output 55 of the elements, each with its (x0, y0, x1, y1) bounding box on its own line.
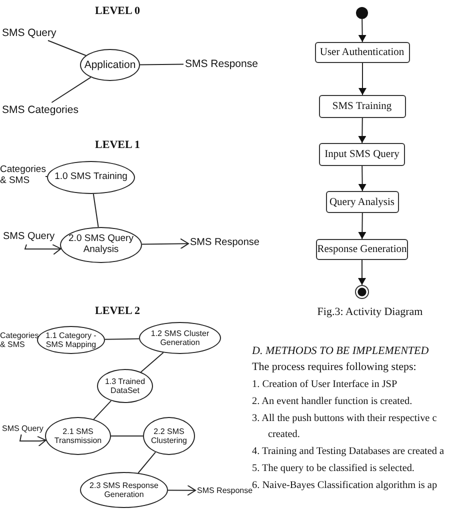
entity-label: SMS Response (197, 486, 253, 496)
arrow (358, 212, 366, 240)
entity-label: SMS Query (2, 424, 44, 434)
level-heading: LEVEL 1 (94, 139, 141, 151)
entity-label: SMS Response (185, 58, 258, 70)
connector-line (140, 64, 184, 66)
process-ellipse: 2.0 SMS Query Analysis (60, 227, 142, 263)
connector-line (51, 76, 92, 103)
connector-line (92, 194, 99, 228)
intro-text: The process requires following steps: (252, 361, 416, 373)
process-ellipse: 1.1 Category - SMS Mapping (37, 326, 105, 354)
arrow (358, 166, 366, 192)
list-item: 1. Creation of User Interface in JSP (252, 378, 398, 392)
arrow (24, 244, 62, 255)
process-ellipse: 1.2 SMS Cluster Generation (139, 322, 221, 354)
level-heading: LEVEL 2 (94, 305, 141, 317)
end-node (355, 285, 369, 299)
arrow (358, 18, 366, 42)
arrow (358, 118, 366, 144)
process-ellipse: 2.3 SMS Response Generation (80, 472, 168, 508)
arrow (168, 484, 196, 496)
list-item: 2. An event handler function is created. (252, 395, 414, 409)
connector-line (138, 452, 156, 474)
activity-box: SMS Training (318, 95, 406, 118)
arrow (358, 260, 366, 286)
entity-label: SMS Query (2, 27, 56, 40)
process-ellipse: 2.2 SMS Clustering (143, 417, 195, 455)
figure-caption: Fig.3: Activity Diagram (316, 306, 424, 318)
list-item: 4. Training and Testing Databases are created a (252, 445, 446, 459)
entity-label: SMS Query (3, 231, 55, 242)
entity-label: SMS Categories (2, 104, 78, 116)
activity-box: Response Generation (316, 239, 408, 260)
connector-line (140, 352, 164, 372)
connector-line (48, 40, 86, 56)
connector-line (93, 400, 112, 420)
entity-label: Categories & SMS (0, 331, 36, 350)
activity-box: Input SMS Query (319, 143, 405, 166)
arrow (358, 62, 366, 96)
arrow (142, 238, 189, 250)
process-ellipse: Application (80, 49, 140, 81)
entity-label: SMS Response (190, 237, 260, 248)
list-item: 6. Naive-Bayes Classification algorithm is ap (252, 479, 438, 491)
list-item: 3. All the push buttons with their respective c created. (252, 412, 438, 442)
activity-box: Query Analysis (326, 191, 398, 213)
list-item: 5. The query to be classified is selected. (252, 462, 416, 476)
process-ellipse: 2.1 SMS Transmission (45, 417, 111, 455)
section-heading: D. METHODS TO BE IMPLEMENTED (252, 345, 429, 357)
entity-label: Categories & SMS (0, 165, 44, 187)
activity-box: User Authentication (314, 42, 410, 63)
level-heading: LEVEL 0 (94, 5, 141, 17)
process-ellipse: 1.3 Trained DataSet (97, 369, 153, 403)
process-ellipse: 1.0 SMS Training (47, 161, 135, 194)
connector-line (104, 338, 140, 340)
arrow (19, 434, 46, 447)
start-node (356, 7, 368, 19)
